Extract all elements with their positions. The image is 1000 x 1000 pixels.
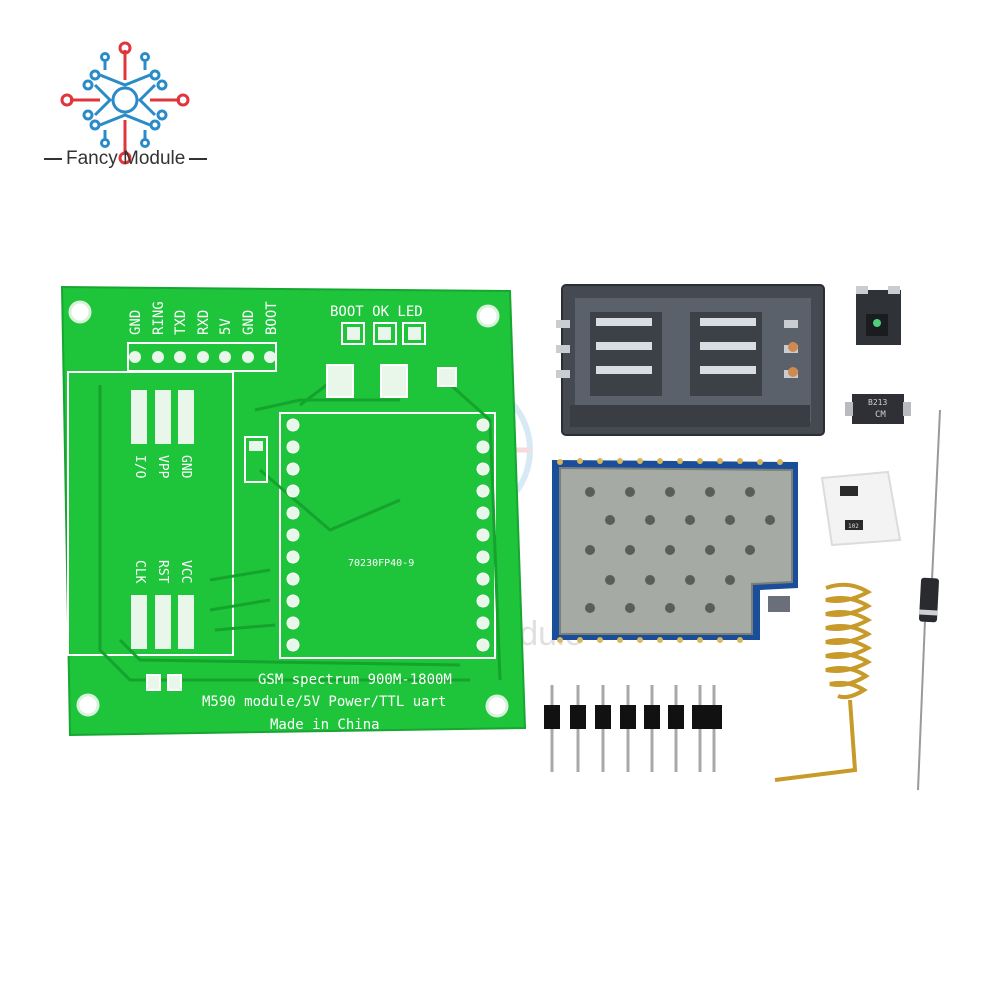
fancy-module-logo <box>60 41 190 165</box>
module-pads <box>286 418 490 652</box>
label-ring: RING <box>151 301 167 335</box>
svg-text:I/O: I/O <box>132 455 147 479</box>
label-5v: 5V <box>218 318 234 335</box>
smd-diode: B213 CM <box>845 394 911 424</box>
led-component <box>856 286 901 345</box>
label-txd: TXD <box>173 310 189 335</box>
pcb-line-3: Made in China <box>270 717 380 733</box>
pcb-board: GND RING TXD RXD 5V GND BOOT BOOT OK LED <box>60 285 527 737</box>
svg-text:VPP: VPP <box>155 455 170 479</box>
resistor-tape: 102 <box>820 470 902 547</box>
svg-text:VCC: VCC <box>178 560 193 583</box>
chip-marking: 70230FP40-9 <box>348 558 414 569</box>
sim-card-holder <box>556 284 825 436</box>
sim-pads <box>131 390 194 649</box>
sim-labels: I/O VPP GND CLK RST VCC <box>132 455 193 584</box>
svg-text:CLK: CLK <box>132 560 147 584</box>
pcb-line-1: GSM spectrum 900M-1800M <box>258 672 452 688</box>
pcb-line-2: M590 module/5V Power/TTL uart <box>202 694 446 710</box>
svg-text:GND: GND <box>178 455 193 479</box>
resistor-marking: 102 <box>848 523 859 530</box>
svg-text:RST: RST <box>155 560 170 584</box>
pin-header <box>544 685 722 772</box>
header-labels: GND RING TXD RXD 5V GND BOOT <box>128 301 280 335</box>
header-pads <box>129 351 276 363</box>
gsm-module <box>552 458 798 643</box>
label-boot: BOOT <box>264 301 280 335</box>
label-gnd: GND <box>128 310 144 335</box>
label-gnd-2: GND <box>241 310 257 335</box>
brand-name: Fancy Module <box>40 148 210 170</box>
spring-antenna <box>774 582 873 782</box>
axial-diode <box>917 409 941 791</box>
smd-marking: B213 <box>868 398 887 407</box>
label-rxd: RXD <box>196 310 212 335</box>
diode-marking: CM <box>875 410 886 420</box>
led-label: BOOT OK LED <box>330 304 423 320</box>
